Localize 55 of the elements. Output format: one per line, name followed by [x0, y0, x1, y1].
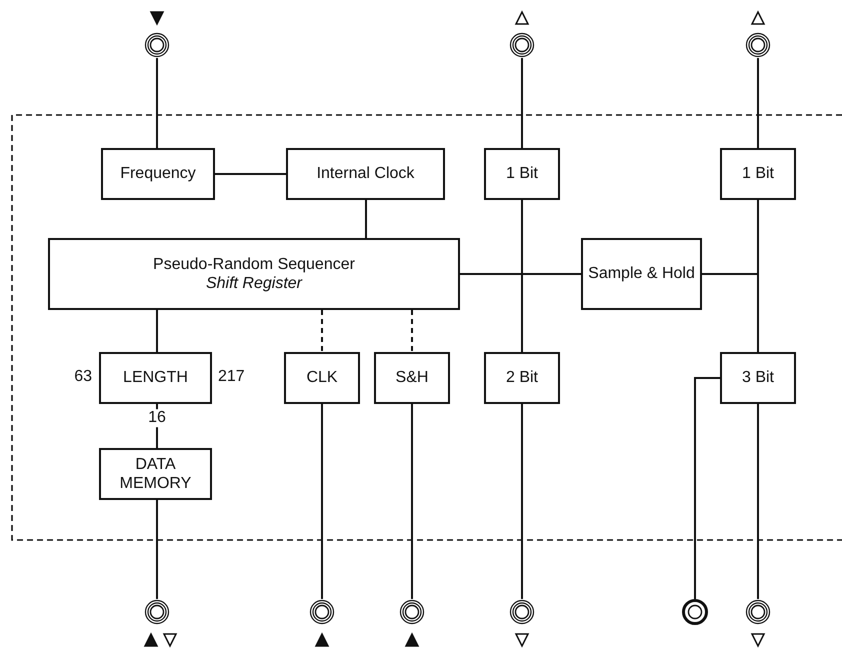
connector-line: [521, 200, 523, 352]
connector-line: [156, 310, 158, 352]
jack-socket: [144, 32, 170, 58]
jack-socket: [144, 599, 170, 625]
block-box: [48, 238, 460, 310]
edge-label: 16: [146, 409, 168, 427]
value-label: 63: [74, 368, 92, 386]
block-box: [99, 352, 212, 404]
block-title: 1 Bit: [504, 164, 539, 184]
block-box: [101, 148, 215, 200]
connector-line: [694, 377, 720, 599]
connector-line: [365, 200, 367, 238]
connector-line: [156, 58, 158, 148]
block-box: [581, 238, 702, 310]
connector-line: [321, 404, 323, 599]
block-title: Sample & Hold: [587, 264, 696, 284]
jack-socket: [309, 599, 335, 625]
block-title: 3 Bit: [740, 368, 775, 388]
connector-line: [411, 404, 413, 599]
jack-socket: [399, 599, 425, 625]
jack-socket: [682, 599, 708, 625]
dashed-connector: [321, 310, 323, 352]
connector-line: [757, 58, 759, 148]
block-title: Pseudo-Random Sequencer: [152, 254, 356, 274]
jack-socket: [509, 32, 535, 58]
block-title: Frequency: [119, 164, 197, 184]
block-box: [99, 448, 212, 500]
block-subtitle: Shift Register: [204, 274, 304, 294]
block-title: Internal Clock: [316, 164, 416, 184]
block-box: [374, 352, 450, 404]
connector-line: [521, 58, 523, 148]
block-title: CLK: [305, 368, 339, 388]
jack-socket: [745, 599, 771, 625]
block-box: [286, 148, 445, 200]
block-title: 2 Bit: [504, 368, 539, 388]
block-box: [284, 352, 360, 404]
block-title: LENGTH: [122, 368, 189, 388]
jack-socket: [745, 32, 771, 58]
connector-line: [757, 404, 759, 599]
block-title: DATA MEMORY: [118, 454, 192, 494]
dashed-connector: [411, 310, 413, 352]
block-title: S&H: [394, 368, 430, 388]
connector-line: [460, 273, 581, 275]
block-box: [484, 148, 560, 200]
connector-line: [702, 273, 759, 352]
connector-line: [156, 500, 158, 599]
block-box: [720, 352, 796, 404]
block-title: 1 Bit: [740, 164, 775, 184]
jack-socket: [509, 599, 535, 625]
connector-line: [156, 404, 158, 448]
value-label: 217: [218, 368, 245, 386]
block-box: [484, 352, 560, 404]
connector-line: [521, 404, 523, 599]
connector-line: [215, 173, 286, 175]
block-box: [720, 148, 796, 200]
